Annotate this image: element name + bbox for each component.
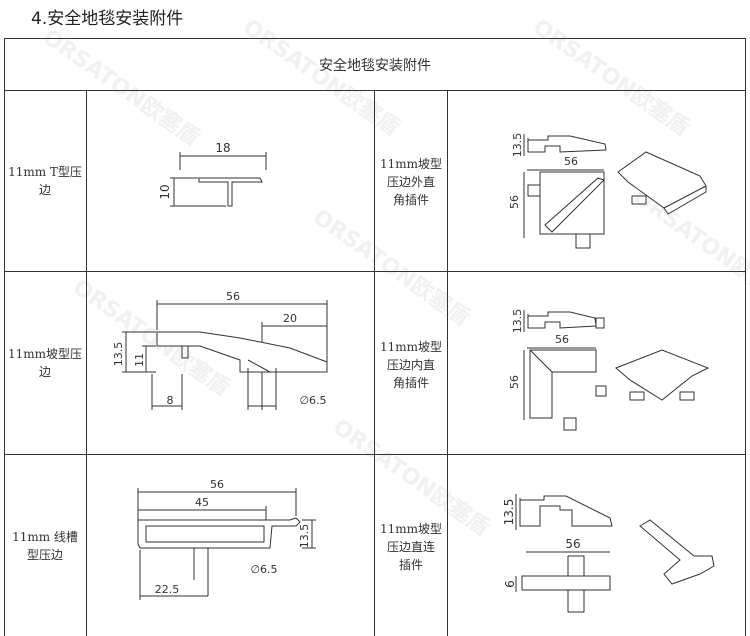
dim-h1: 13.5 [112, 342, 125, 367]
dim-height: 13.5 [511, 309, 524, 334]
dim-width: 56 [564, 155, 578, 168]
row2-left-label: 11mm坡型压 边 [7, 347, 83, 379]
dim-inner: 45 [195, 496, 209, 509]
dim-side: 56 [508, 195, 521, 209]
row3-right-label: 11mm坡型 压边直连 插件 [379, 522, 443, 572]
dim-width: 56 [565, 537, 580, 551]
straight-connector-drawing: 13.5 56 6 [502, 494, 715, 613]
t-profile-drawing: 18 10 [158, 141, 267, 207]
dim-h2: 11 [133, 353, 146, 367]
row2-right-label: 11mm坡型 压边内直 角插件 [379, 340, 443, 390]
row1-left-label: 11mm T型压 边 [8, 165, 82, 197]
dim-hole: ∅6.5 [299, 394, 326, 407]
page-heading: 4.安全地毯安装附件 [31, 9, 184, 29]
dim-outer: 56 [210, 478, 224, 491]
dim-hole: ∅6.5 [250, 563, 277, 576]
inner-corner-insert-drawing: 13.5 56 56 [508, 309, 710, 431]
channel-profile-drawing: 56 45 13.5 ∅6.5 22.5 [137, 478, 316, 600]
dim-height: 13.5 [502, 499, 516, 526]
dim-width: 18 [215, 141, 230, 155]
dim-thick: 6 [503, 580, 517, 588]
outer-corner-insert-drawing: 13.5 56 56 [508, 133, 707, 249]
row1-right-label: 11mm坡型 压边外直 角插件 [379, 157, 443, 207]
dim-bottom: 22.5 [155, 583, 180, 596]
dim-height: 13.5 [298, 524, 311, 549]
row3-left-label: 11mm 线槽 型压边 [12, 530, 78, 562]
dim-height: 13.5 [511, 133, 524, 158]
dim-side: 56 [508, 375, 521, 389]
dim-width: 56 [226, 290, 240, 303]
dim-top: 20 [283, 312, 297, 325]
slope-profile-drawing: 56 20 13.5 11 8 ∅6.5 [112, 290, 328, 410]
dim-height: 10 [158, 184, 172, 199]
dim-width: 56 [555, 333, 569, 346]
dim-bottom: 8 [167, 394, 174, 407]
table-title: 安全地毯安装附件 [319, 58, 431, 74]
